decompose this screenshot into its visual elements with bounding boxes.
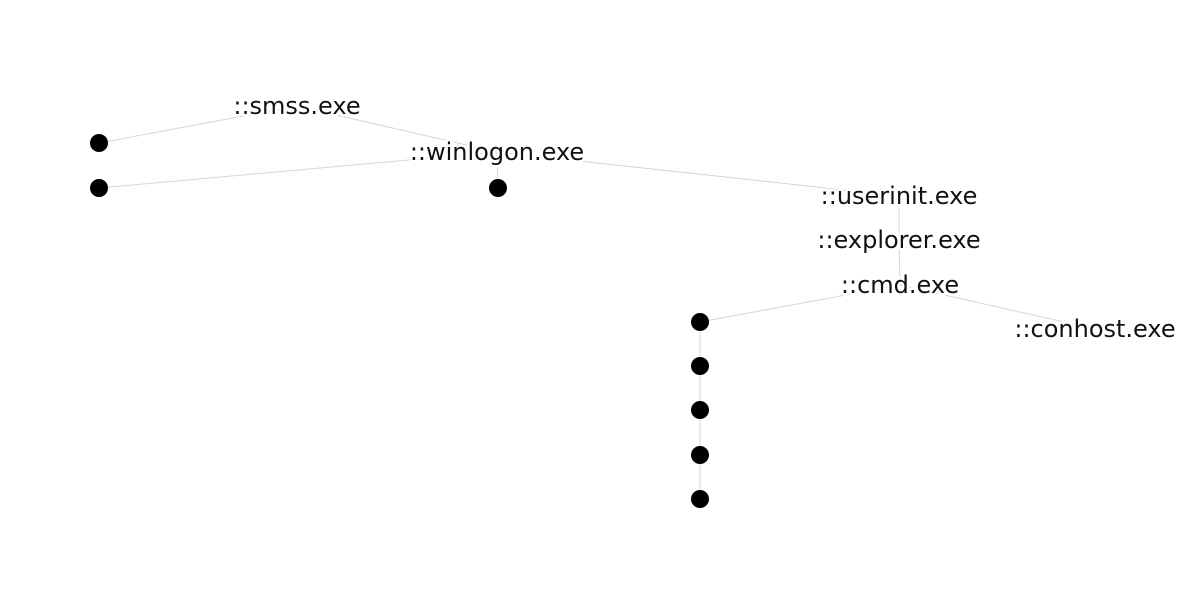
edge-cmd-proc-4 <box>699 284 901 323</box>
edge-winlogon-proc-2 <box>98 151 498 189</box>
process-node-proc-6[interactable] <box>691 401 709 419</box>
edge-winlogon-userinit <box>496 151 900 197</box>
nodes-layer <box>90 134 709 508</box>
process-label-explorer[interactable]: ::explorer.exe <box>815 224 983 257</box>
process-label-conhost[interactable]: ::conhost.exe <box>1012 313 1178 346</box>
edge-cmd-conhost <box>899 284 1096 330</box>
process-node-proc-2[interactable] <box>90 179 108 197</box>
process-node-proc-8[interactable] <box>691 490 709 508</box>
process-node-proc-4[interactable] <box>691 313 709 331</box>
process-label-userinit[interactable]: ::userinit.exe <box>818 180 980 213</box>
labels-layer: ::smss.exe::winlogon.exe::userinit.exe::… <box>231 90 1178 346</box>
edge-smss-winlogon <box>296 105 498 153</box>
process-node-proc-5[interactable] <box>691 357 709 375</box>
process-label-cmd[interactable]: ::cmd.exe <box>838 269 961 302</box>
edge-smss-proc-1 <box>98 105 298 144</box>
process-label-winlogon[interactable]: ::winlogon.exe <box>407 136 586 169</box>
edges-layer <box>98 105 1096 499</box>
process-label-smss[interactable]: ::smss.exe <box>231 90 363 123</box>
process-node-proc-3[interactable] <box>489 179 507 197</box>
process-node-proc-7[interactable] <box>691 446 709 464</box>
process-node-proc-1[interactable] <box>90 134 108 152</box>
edge-explorer-cmd <box>898 239 901 286</box>
